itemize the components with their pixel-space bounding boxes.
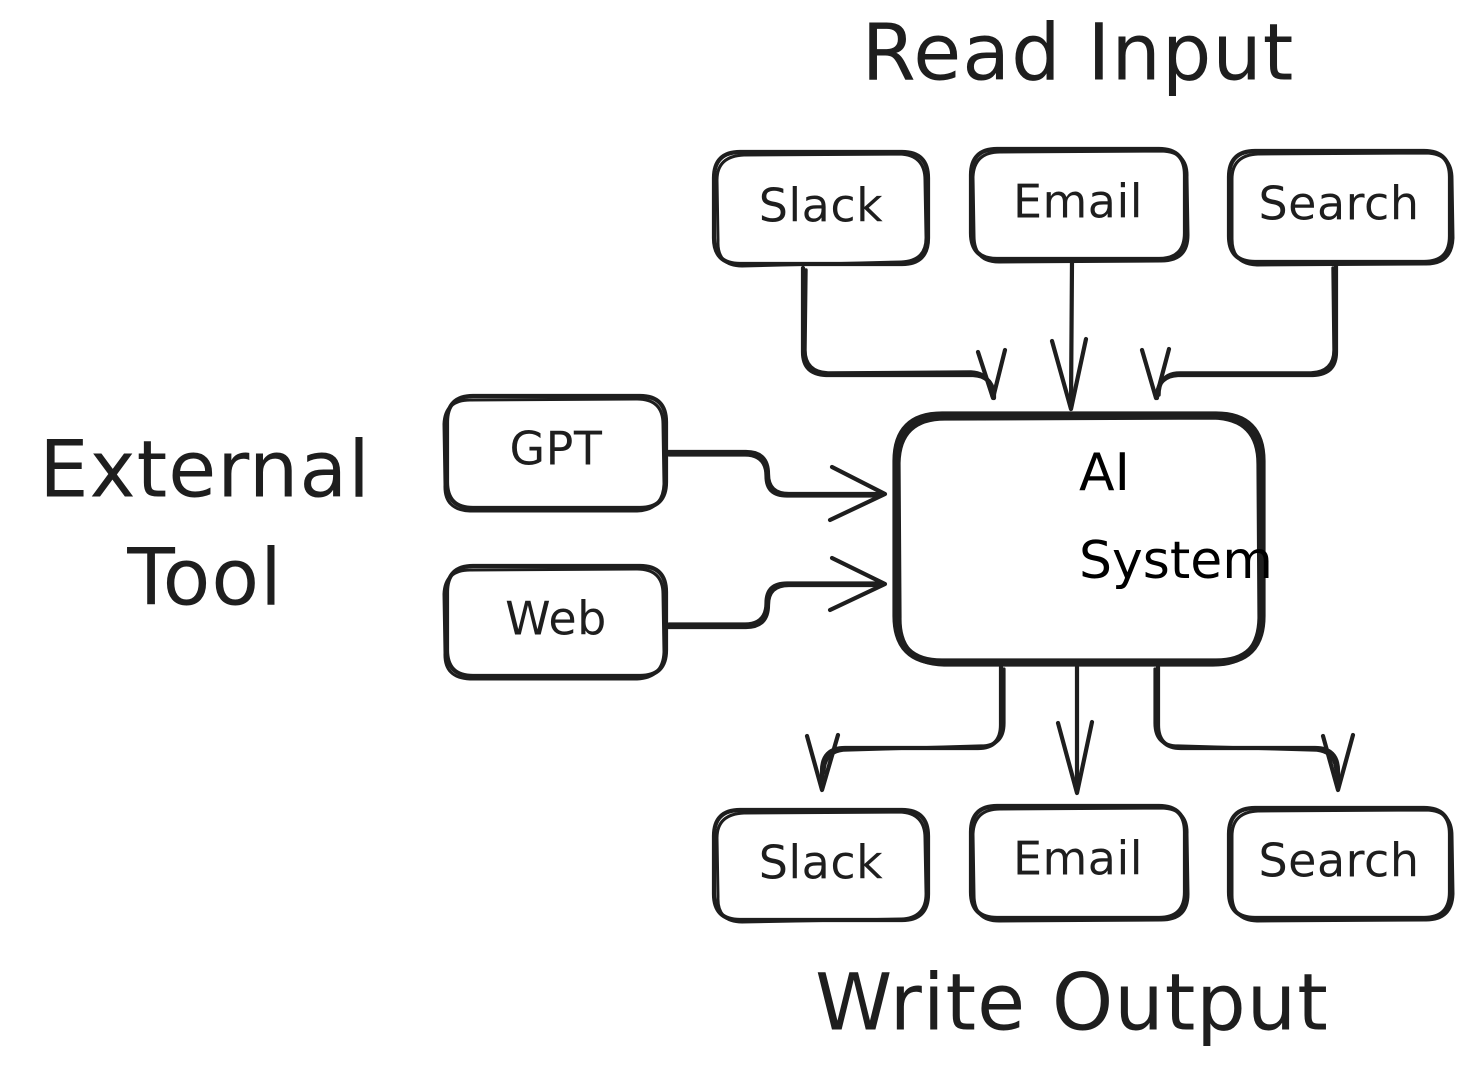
node-tool-web[interactable]: Web [442, 563, 669, 681]
node-output-email[interactable]: Email [968, 803, 1190, 923]
node-label: GPT [510, 422, 603, 476]
connector-email-out [1055, 664, 1095, 796]
node-output-slack[interactable]: Slack [711, 807, 931, 924]
group-label-external-tool-line2: Tool [126, 533, 283, 623]
connector-email-in [1049, 258, 1089, 412]
node-label: Email [1013, 175, 1143, 229]
node-ai-system[interactable]: AI System [892, 411, 1273, 667]
node-input-search[interactable]: Search [1226, 148, 1455, 267]
group-label-write-output: Write Output [815, 958, 1329, 1048]
connector-gpt [664, 449, 888, 523]
node-label: Slack [759, 179, 884, 233]
group-label-read-input: Read Input [862, 8, 1295, 98]
node-label: Search [1258, 177, 1419, 231]
connector-search-out [1153, 664, 1356, 793]
node-label: Search [1258, 834, 1419, 888]
connector-slack-in [800, 265, 1008, 401]
ai-system-label-line1: AI [1079, 443, 1130, 503]
connector-web [664, 555, 888, 630]
node-input-slack[interactable]: Slack [711, 149, 931, 268]
node-label: Web [505, 592, 607, 646]
node-tool-gpt[interactable]: GPT [442, 393, 669, 513]
node-label: Email [1013, 832, 1143, 886]
connector-slack-out [804, 664, 1006, 793]
node-input-email[interactable]: Email [968, 146, 1190, 264]
group-label-external-tool-line1: External [39, 425, 371, 515]
node-label: Slack [759, 836, 884, 890]
node-output-search[interactable]: Search [1226, 805, 1455, 923]
ai-system-label-line2: System [1079, 531, 1273, 591]
connector-search-in [1139, 263, 1339, 401]
